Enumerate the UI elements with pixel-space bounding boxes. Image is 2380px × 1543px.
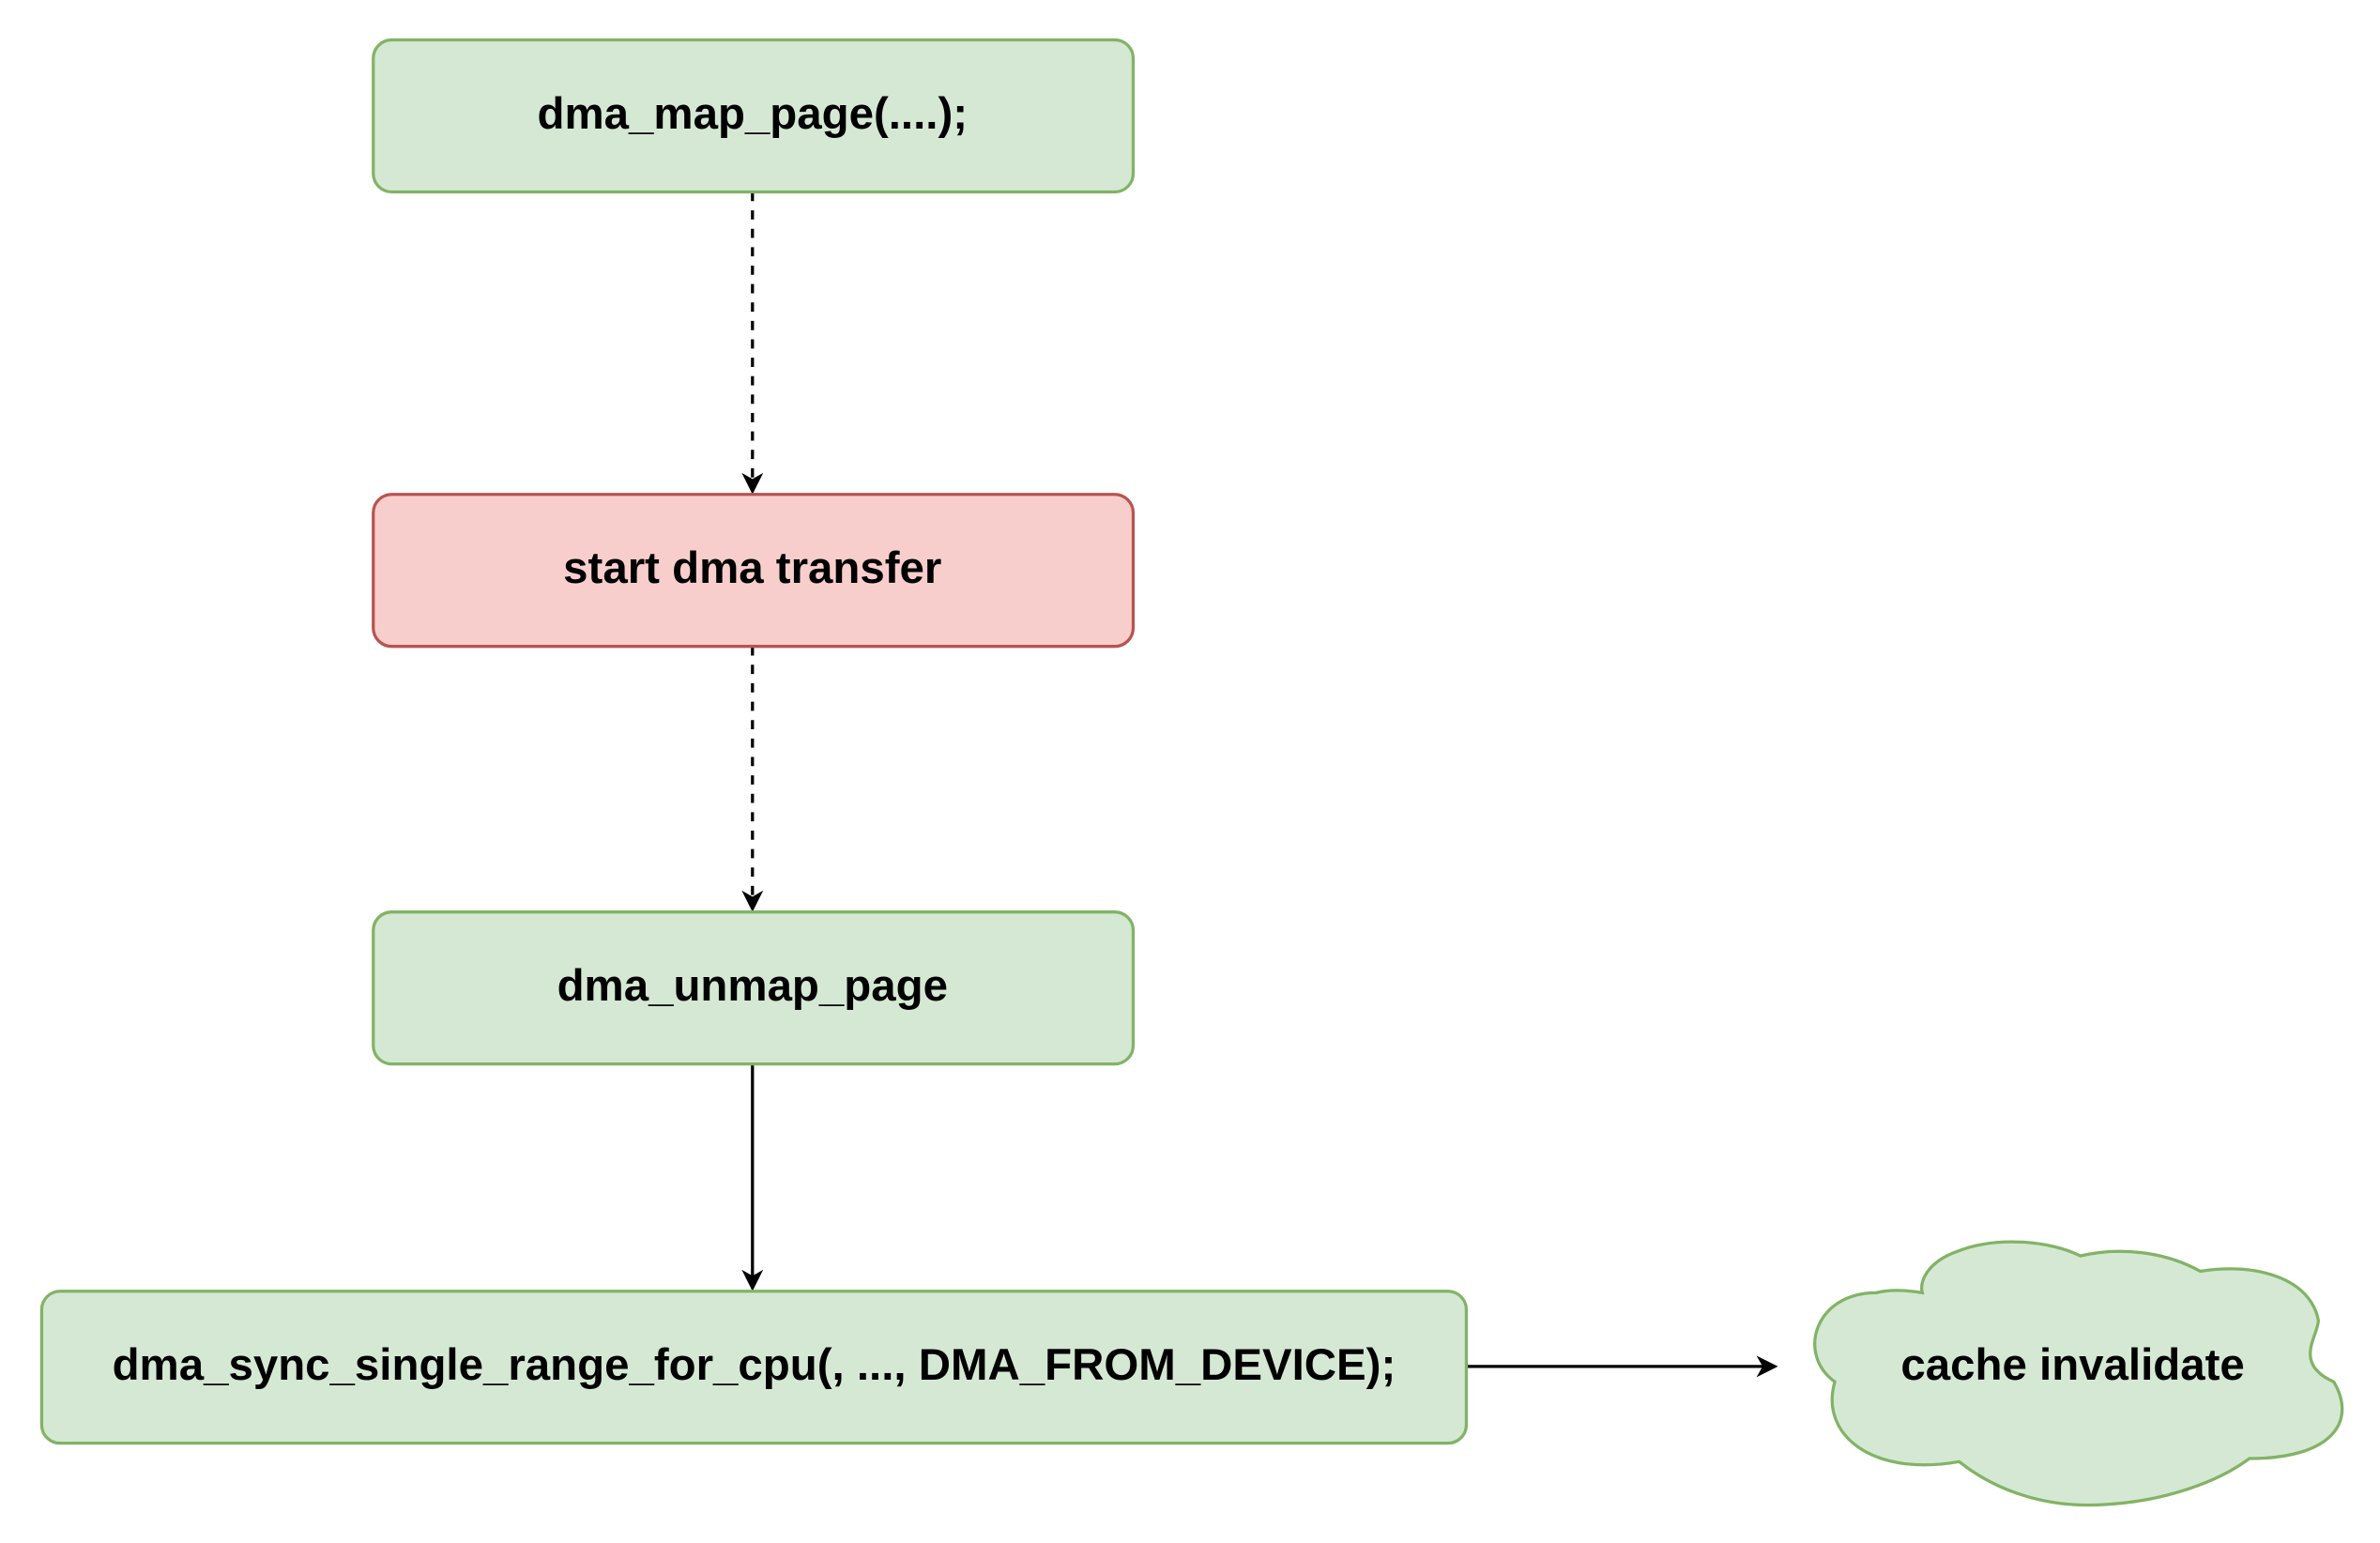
node-dma-map-page-box bbox=[372, 38, 1136, 194]
node-dma-sync-single-range-box bbox=[39, 1290, 1469, 1445]
node-dma-unmap-page-box bbox=[372, 910, 1136, 1066]
node-cache-invalidate-label: cache invalidate bbox=[1900, 1340, 2244, 1390]
node-dma-map-page[interactable]: dma_map_page(....); bbox=[372, 38, 1136, 194]
node-dma-sync-single-range-label: dma_sync_single_range_for_cpu(, ..., DMA… bbox=[113, 1340, 1396, 1390]
node-dma-map-page-label: dma_map_page(....); bbox=[538, 89, 969, 139]
node-dma-sync-single-range[interactable]: dma_sync_single_range_for_cpu(, ..., DMA… bbox=[39, 1290, 1469, 1445]
node-start-dma-transfer[interactable]: start dma transfer bbox=[372, 493, 1136, 649]
node-start-dma-transfer-box bbox=[372, 493, 1136, 649]
cloud-shape bbox=[1813, 1240, 2344, 1507]
node-cache-invalidate[interactable]: cache invalidate bbox=[1813, 1240, 2344, 1507]
node-start-dma-transfer-label: start dma transfer bbox=[563, 543, 941, 593]
node-dma-unmap-page-label: dma_unmap_page bbox=[557, 961, 948, 1011]
node-dma-unmap-page[interactable]: dma_unmap_page bbox=[372, 910, 1136, 1066]
